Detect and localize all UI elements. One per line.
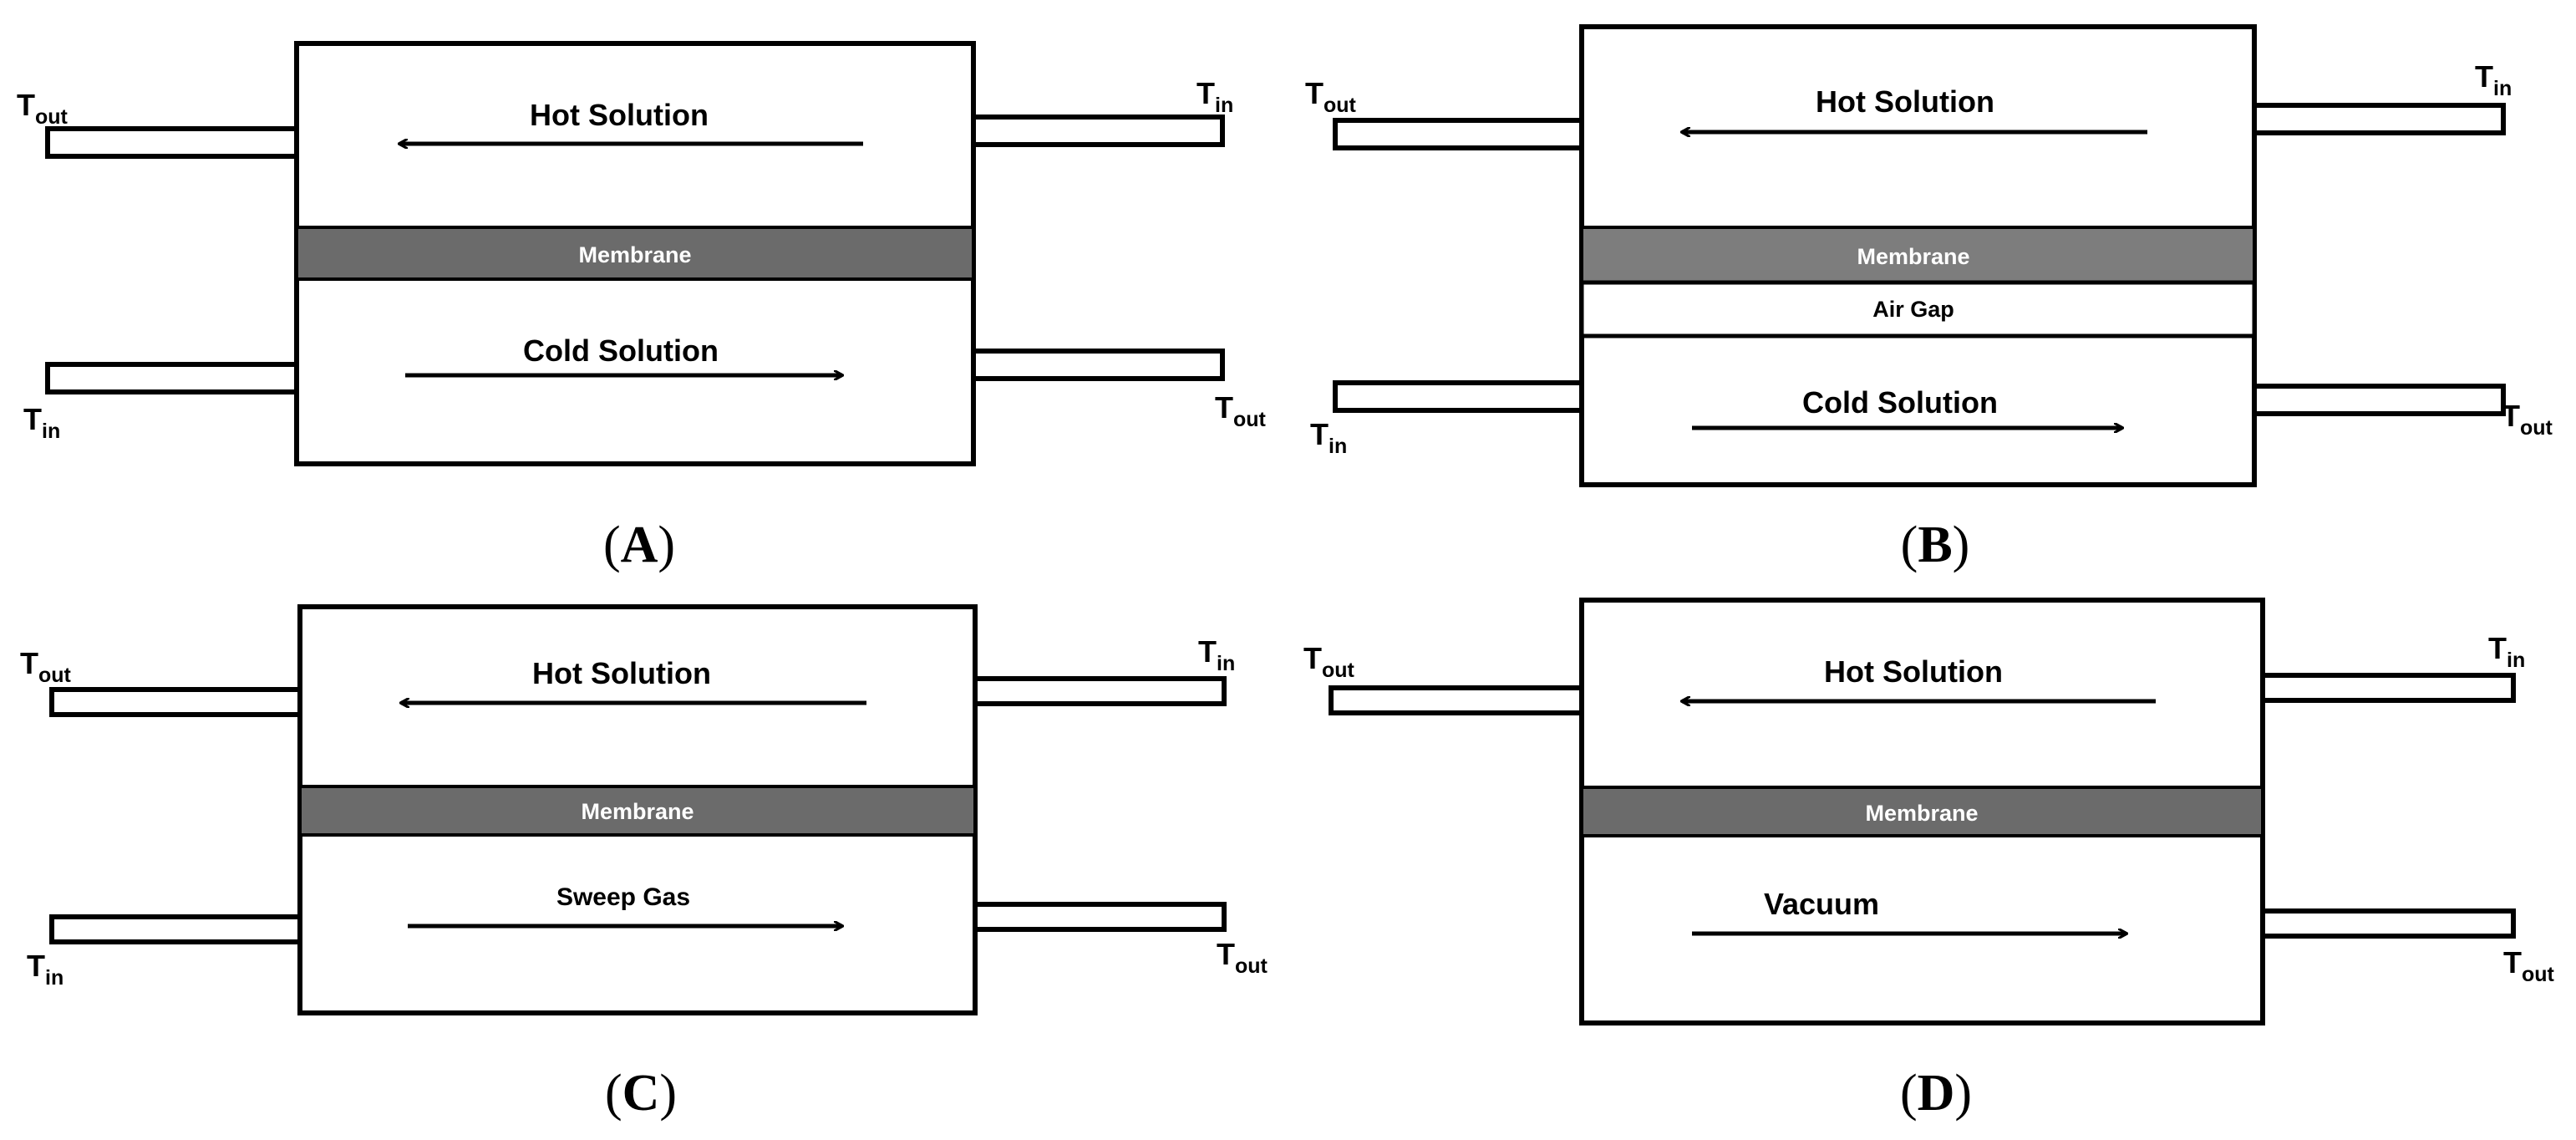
bottom-left-pipe — [45, 362, 299, 394]
top-flow-label: Hot Solution — [1816, 84, 1994, 119]
bottom-right-pipe — [2260, 908, 2516, 939]
t-in-top-right: Tin — [1198, 634, 1235, 675]
top-left-pipe — [1329, 685, 1584, 715]
membrane-label: Membrane — [1865, 801, 1978, 826]
t-in-bottom-left: Tin — [23, 402, 60, 443]
t-out-top-left: Tout — [1305, 76, 1357, 117]
t-out-top-left: Tout — [1303, 641, 1355, 682]
bottom-left-pipe — [49, 914, 302, 944]
bottom-flow-label: Cold Solution — [523, 333, 719, 368]
panel-c: Membrane Hot Solution Sweep Gas Tout Tin… — [20, 604, 1268, 1122]
bottom-flow-label: Sweep Gas — [556, 883, 690, 911]
membrane-label: Membrane — [581, 799, 694, 824]
top-flow-label: Hot Solution — [530, 98, 709, 132]
air-gap-layer — [1579, 280, 2257, 338]
panel-b: Membrane Air Gap Hot Solution Cold Solut… — [1305, 24, 2553, 573]
top-left-pipe — [49, 687, 302, 717]
top-right-pipe — [973, 676, 1227, 706]
panel-label: (D) — [1900, 1065, 1972, 1122]
membrane-label: Membrane — [578, 242, 691, 267]
bottom-right-pipe — [2252, 384, 2506, 416]
membrane-layer — [1580, 226, 2256, 284]
t-out-bottom-right: Tout — [2503, 945, 2555, 986]
bottom-right-pipe — [973, 902, 1227, 932]
membrane-layer — [295, 226, 975, 281]
air-gap-label: Air Gap — [1872, 297, 1954, 322]
t-in-top-right: Tin — [2488, 631, 2525, 672]
t-in-top-right: Tin — [1197, 76, 1233, 117]
bottom-flow-label: Vacuum — [1764, 887, 1879, 921]
bottom-right-pipe — [971, 349, 1225, 381]
panel-a: Membrane Hot Solution Cold Solution Tout… — [17, 41, 1267, 573]
panel-label: (A) — [603, 517, 675, 573]
panel-label: (C) — [605, 1065, 677, 1122]
membrane-layer — [298, 785, 977, 837]
top-right-pipe — [2252, 103, 2506, 135]
top-flow-label: Hot Solution — [1824, 654, 2003, 689]
t-out-bottom-right: Tout — [1215, 390, 1267, 431]
t-out-top-left: Tout — [17, 88, 69, 129]
top-right-pipe — [971, 115, 1225, 147]
t-in-top-right: Tin — [2475, 59, 2512, 100]
top-left-pipe — [45, 126, 299, 159]
membrane-label: Membrane — [1857, 244, 1969, 269]
t-out-bottom-right: Tout — [2502, 399, 2553, 440]
top-flow-label: Hot Solution — [532, 656, 711, 690]
panel-label: (B) — [1901, 517, 1970, 573]
top-left-pipe — [1333, 118, 1584, 150]
top-right-pipe — [2260, 673, 2516, 703]
bottom-left-pipe — [1333, 380, 1584, 413]
t-in-bottom-left: Tin — [27, 949, 64, 990]
t-in-bottom-left: Tin — [1310, 417, 1347, 458]
t-out-bottom-right: Tout — [1217, 937, 1268, 978]
bottom-flow-label: Cold Solution — [1802, 385, 1998, 420]
membrane-layer — [1580, 786, 2264, 837]
t-out-top-left: Tout — [20, 646, 72, 687]
panel-d: Membrane Hot Solution Vacuum Tout Tin To… — [1303, 598, 2555, 1122]
